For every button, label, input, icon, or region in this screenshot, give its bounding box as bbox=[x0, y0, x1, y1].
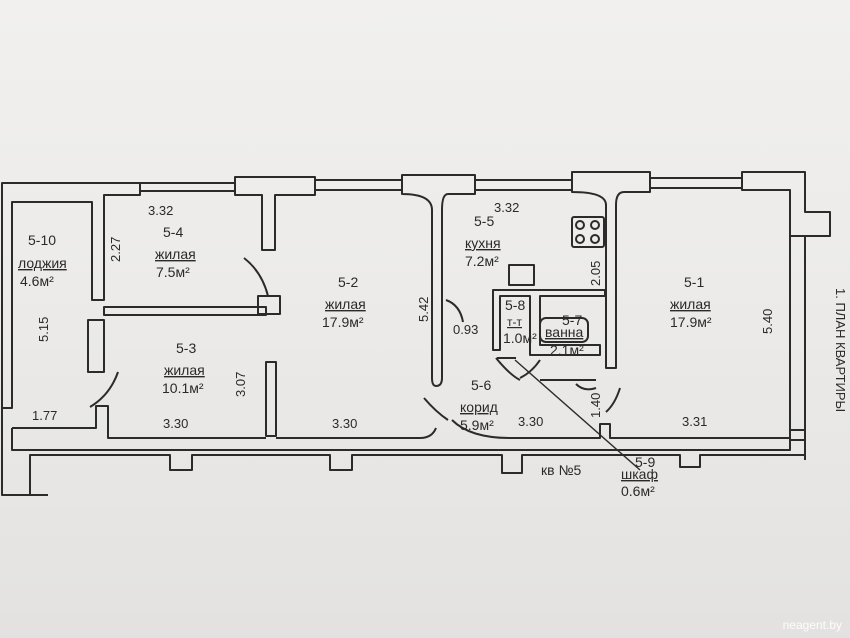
room-type: лоджия bbox=[18, 255, 67, 271]
room-labels: 5-10 лоджия 4.6м² 5-4 жилая 7.5м² 5-2 жи… bbox=[18, 213, 712, 499]
room-area: 0.6м² bbox=[621, 483, 655, 499]
room-type: кухня bbox=[465, 235, 501, 251]
bathroom-walls bbox=[492, 289, 606, 356]
dimension: 3.07 bbox=[233, 372, 248, 397]
room-area: 17.9м² bbox=[322, 314, 364, 330]
room-type: шкаф bbox=[621, 466, 658, 482]
stove-vent bbox=[508, 264, 535, 286]
dimension: 3.32 bbox=[148, 203, 173, 218]
room-area: 1.0м² bbox=[503, 330, 537, 346]
wall-pier-1 bbox=[234, 176, 316, 251]
wall-bottom-right bbox=[451, 419, 790, 439]
room-code: 5-5 bbox=[474, 213, 494, 229]
room-code: 5-3 bbox=[176, 340, 196, 356]
dimension: 1.40 bbox=[588, 393, 603, 418]
room-code: 5-2 bbox=[338, 274, 358, 290]
room-area: 17.9м² bbox=[670, 314, 712, 330]
room-code: 5-6 bbox=[471, 377, 491, 393]
wall-bottom-outer bbox=[11, 428, 806, 460]
dimension: 5.15 bbox=[36, 317, 51, 342]
watermark: neagent.by bbox=[782, 618, 842, 632]
door-swing bbox=[495, 357, 541, 381]
dimension-labels: 3.32 2.27 5.15 1.77 3.30 3.07 3.30 5.42 … bbox=[32, 200, 775, 431]
room-type: жилая bbox=[164, 362, 205, 378]
dimension: 5.42 bbox=[416, 297, 431, 322]
wall-bottom-mid bbox=[276, 427, 437, 439]
wall-right-top bbox=[741, 171, 831, 237]
sheet-title: 1. ПЛАН КВАРТИРЫ bbox=[833, 288, 848, 412]
stove-icon bbox=[571, 216, 605, 248]
loggia-pier bbox=[87, 319, 105, 373]
door-swing bbox=[89, 371, 119, 408]
room-code: 5-8 bbox=[505, 297, 525, 313]
door-swing bbox=[605, 387, 621, 413]
wall-left-outer bbox=[1, 183, 48, 496]
room-area: 2.1м² bbox=[550, 342, 584, 358]
partition-5-3-5-2 bbox=[265, 361, 277, 437]
wall-pier-2 bbox=[401, 174, 476, 387]
dimension: 5.40 bbox=[760, 309, 775, 334]
dimension: 2.27 bbox=[108, 237, 123, 262]
dimension: 3.30 bbox=[332, 416, 357, 431]
leader-line-5-9 bbox=[514, 359, 641, 471]
facade-line bbox=[29, 454, 805, 495]
dimension: 1.77 bbox=[32, 408, 57, 423]
dimension: 3.30 bbox=[518, 414, 543, 429]
dimension: 3.32 bbox=[494, 200, 519, 215]
dimension: 3.31 bbox=[682, 414, 707, 429]
room-area: 7.5м² bbox=[156, 264, 190, 280]
wall-right bbox=[789, 236, 806, 441]
bathtub-icon bbox=[539, 317, 589, 343]
dimension: 2.05 bbox=[588, 261, 603, 286]
door-swing bbox=[575, 383, 597, 391]
room-type: жилая bbox=[670, 296, 711, 312]
door-swing bbox=[423, 397, 449, 421]
room-type: ванна bbox=[545, 324, 584, 340]
door-swing bbox=[243, 257, 269, 297]
room-code: 5-10 bbox=[28, 232, 56, 248]
room-code: 5-4 bbox=[163, 224, 183, 240]
door-swing bbox=[445, 299, 464, 323]
room-type: жилая bbox=[325, 296, 366, 312]
wall-bottom-left bbox=[12, 405, 266, 439]
room-code: 5-7 bbox=[562, 312, 582, 328]
room-area: 7.2м² bbox=[465, 253, 499, 269]
room-area: 10.1м² bbox=[162, 380, 204, 396]
wall-loggia-top bbox=[1, 182, 141, 409]
dimension: 0.93 bbox=[453, 322, 478, 337]
partition-5-4-5-3 bbox=[103, 306, 267, 316]
room-type: т-т bbox=[507, 315, 522, 329]
walls bbox=[1, 171, 831, 496]
column bbox=[257, 295, 281, 315]
apartment-number: кв №5 bbox=[541, 462, 581, 478]
room-type: жилая bbox=[155, 246, 196, 262]
room-code: 5-1 bbox=[684, 274, 704, 290]
room-area: 4.6м² bbox=[20, 273, 54, 289]
wall-pier-3 bbox=[571, 171, 651, 369]
room-code: 5-9 bbox=[635, 454, 655, 470]
dimension: 3.30 bbox=[163, 416, 188, 431]
room-type: корид bbox=[460, 399, 498, 415]
room-area: 5.9м² bbox=[460, 417, 494, 433]
